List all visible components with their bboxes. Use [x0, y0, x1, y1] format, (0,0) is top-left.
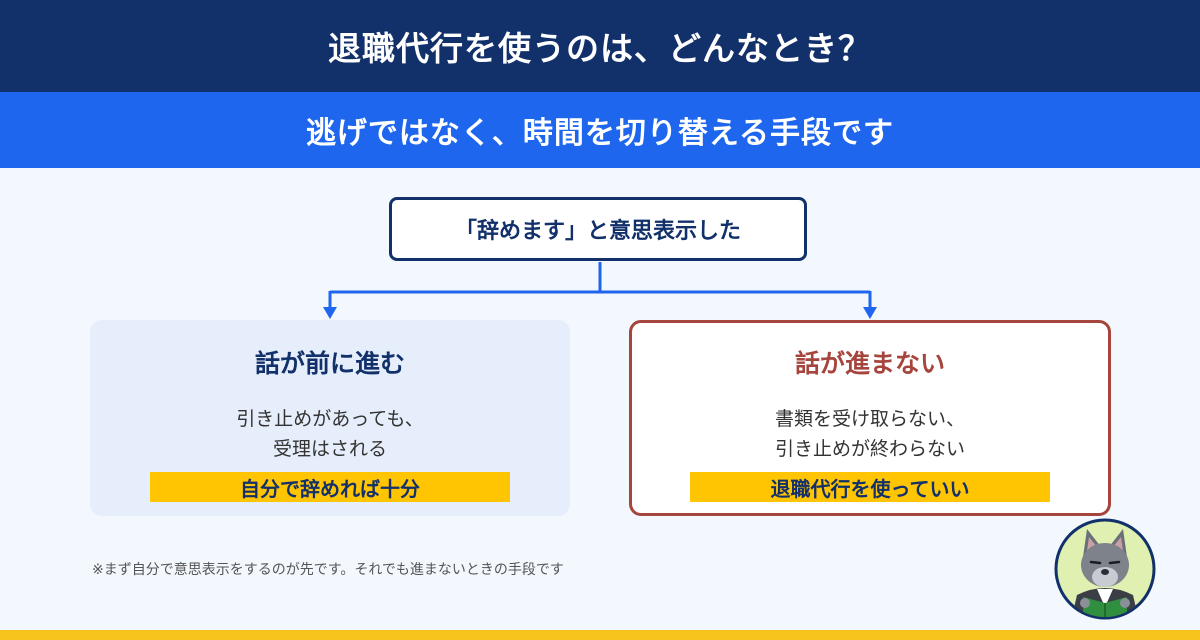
footnote: ※まず自分で意思表示をするのが先です。それでも進まないときの手段です: [92, 562, 564, 578]
branch-text-line: 引き止めがあっても、: [236, 408, 424, 430]
branch-card-proceeds: 話が前に進む 引き止めがあっても、 受理はされる 自分で辞めれば十分: [90, 320, 570, 516]
start-node: 「辞めます」と意思表示した: [389, 197, 807, 261]
page-subtitle: 逃げではなく、時間を切り替える手段です: [0, 92, 1200, 168]
arrow-down-left-icon: [323, 307, 337, 319]
branch-text-line: 受理はされる: [272, 438, 387, 460]
branch-text-line: 書類を受け取らない、: [774, 408, 965, 430]
arrow-down-right-icon: [863, 307, 877, 319]
page-title: 退職代行を使うのは、どんなとき？: [0, 0, 1200, 92]
branch-conclusion-proceeds: 自分で辞めれば十分: [150, 472, 510, 502]
branch-title-proceeds: 話が前に進む: [254, 349, 405, 378]
branch-text-line: 引き止めが終わらない: [774, 438, 965, 460]
branch-conclusion-stalled: 退職代行を使っていい: [690, 472, 1050, 502]
branch-title-stalled: 話が進まない: [794, 349, 945, 378]
branch-card-stalled: 話が進まない 書類を受け取らない、 引き止めが終わらない 退職代行を使っていい: [629, 320, 1111, 516]
bottom-accent-bar: [0, 630, 1200, 640]
avatar: [1053, 517, 1157, 621]
wolf-reading-book-icon: [1054, 518, 1156, 620]
